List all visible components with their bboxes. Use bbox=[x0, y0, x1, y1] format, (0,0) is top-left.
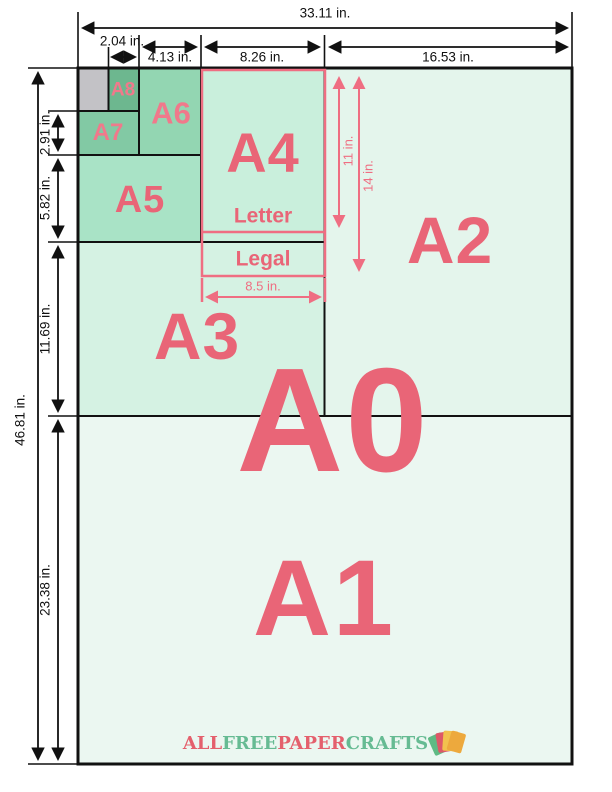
dim-letter-width: 8.5 in. bbox=[245, 278, 281, 294]
paper-a4-region bbox=[201, 68, 325, 242]
label-a7: A7 bbox=[92, 119, 124, 146]
paper-a7-region bbox=[78, 111, 139, 155]
logo-text-crafts: CRAFTS bbox=[345, 733, 429, 754]
paper-a2-region bbox=[325, 68, 572, 416]
dim-a2-width: 16.53 in. bbox=[422, 49, 474, 65]
label-a1: A1 bbox=[252, 537, 396, 658]
dim-a1-height: 23.38 in. bbox=[37, 564, 53, 616]
allfreepapercrafts-logo: ALL FREE PAPER CRAFTS bbox=[182, 729, 467, 759]
dim-letter-height: 11 in. bbox=[340, 135, 356, 167]
logo-text-paper: PAPER bbox=[277, 733, 346, 754]
dimension-arrows bbox=[31, 21, 570, 762]
dim-a5-height: 5.82 in. bbox=[37, 175, 53, 221]
label-letter: Letter bbox=[233, 204, 293, 228]
label-legal: Legal bbox=[235, 247, 291, 271]
label-a3: A3 bbox=[153, 299, 241, 373]
letter-legal-arrows bbox=[205, 76, 366, 304]
dim-a8-width: 2.04 in. bbox=[99, 33, 145, 49]
paper-a6-region bbox=[139, 68, 201, 155]
logo-text-all: ALL bbox=[182, 733, 223, 754]
smallest-sizes-region bbox=[78, 68, 109, 111]
paper-a1-region bbox=[78, 416, 572, 764]
dim-a4-width: 8.26 in. bbox=[239, 49, 285, 65]
dim-legal-height: 14 in. bbox=[360, 160, 376, 192]
label-a4: A4 bbox=[226, 121, 300, 184]
label-a8: A8 bbox=[110, 79, 136, 101]
dim-a3-height: 11.69 in. bbox=[37, 303, 53, 355]
dimension-ticks bbox=[28, 12, 573, 765]
fan-sheet-orange bbox=[446, 730, 467, 754]
dim-a7-height: 2.91 in. bbox=[37, 110, 53, 156]
paper-a5-region bbox=[78, 155, 201, 242]
label-a2: A2 bbox=[406, 203, 494, 277]
paper-fan-icon bbox=[427, 729, 467, 759]
paper-a8-region bbox=[109, 68, 139, 111]
label-a5: A5 bbox=[114, 179, 166, 221]
label-a6: A6 bbox=[151, 95, 191, 131]
dim-total-height: 46.81 in. bbox=[12, 394, 28, 446]
dim-total-width: 33.11 in. bbox=[299, 5, 351, 21]
dim-a6-width: 4.13 in. bbox=[147, 49, 193, 65]
letter-legal-outline bbox=[200, 68, 327, 302]
label-a0: A0 bbox=[236, 338, 430, 503]
logo-text-free: FREE bbox=[222, 733, 278, 754]
